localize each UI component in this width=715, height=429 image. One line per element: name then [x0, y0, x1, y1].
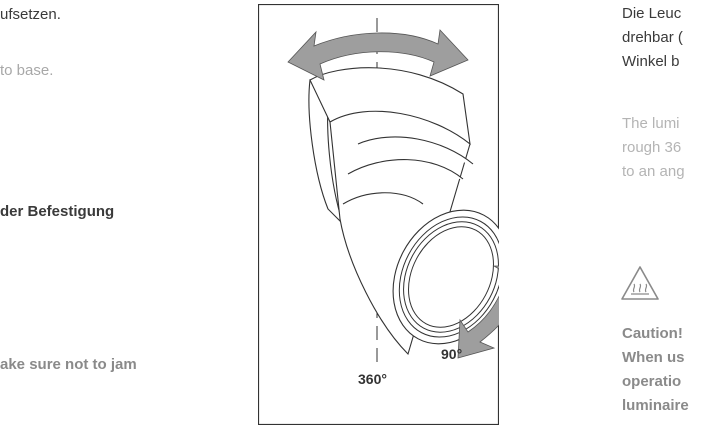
luminaire-body	[329, 110, 474, 356]
left-text-line-1: ufsetzen.	[0, 6, 61, 23]
hot-surface-warning-icon	[621, 266, 659, 300]
tilt-arrow-icon	[457, 265, 499, 359]
left-warning-text: ake sure not to jam	[0, 356, 137, 373]
german-line: Die Leuc	[622, 5, 682, 22]
german-line: Winkel b	[622, 53, 680, 70]
german-line: drehbar (	[622, 29, 683, 46]
english-line: The lumi	[622, 115, 680, 132]
caution-line: Caution!	[622, 325, 683, 342]
right-english-text: The lumi rough 36 to an ang	[622, 112, 685, 184]
rotation-label: 360°	[358, 371, 387, 387]
rotation-arrow-icon	[287, 29, 469, 81]
english-line: to an ang	[622, 163, 685, 180]
caution-line: operatio	[622, 373, 682, 390]
luminaire-lens	[392, 209, 499, 345]
luminaire-rotation-figure: 360° 90°	[258, 4, 499, 425]
caution-line: When us	[622, 349, 685, 366]
caution-line: luminaire	[622, 397, 689, 414]
english-line: rough 36	[622, 139, 682, 156]
left-heading: der Befestigung	[0, 203, 115, 220]
left-text-line-2: to base.	[0, 62, 54, 79]
right-german-text: Die Leuc drehbar ( Winkel b	[622, 2, 683, 74]
tilt-label: 90°	[441, 346, 462, 362]
caution-text: Caution! When us operatio luminaire	[622, 322, 689, 418]
